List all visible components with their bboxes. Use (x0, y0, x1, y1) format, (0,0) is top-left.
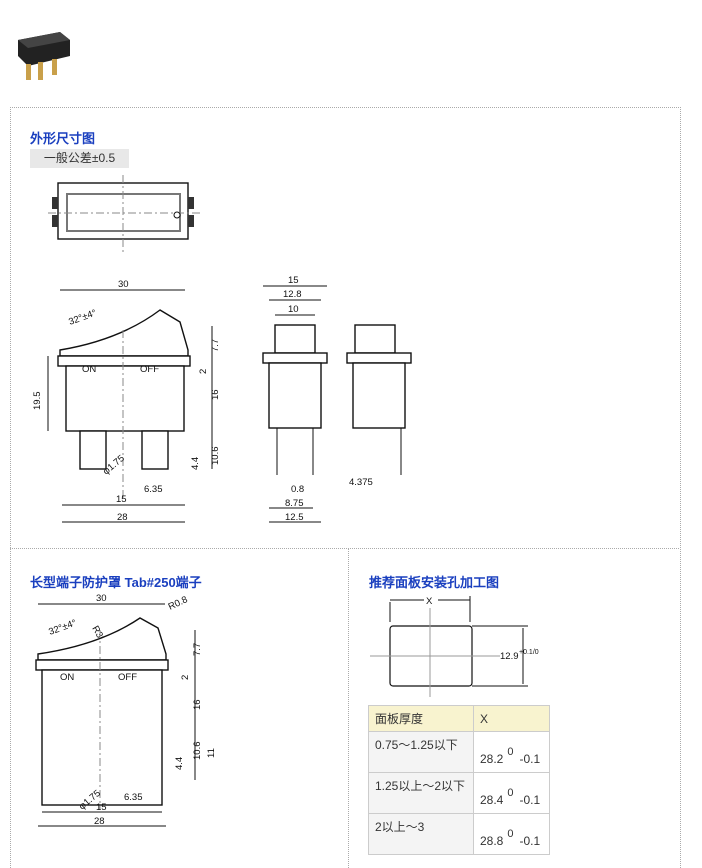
spec-panel (10, 107, 681, 868)
svg-text:2: 2 (198, 369, 209, 374)
svg-text:ON: ON (60, 672, 74, 683)
svg-text:19.5: 19.5 (32, 392, 43, 411)
svg-text:4.375: 4.375 (349, 477, 373, 488)
svg-text:R0.8: R0.8 (167, 594, 190, 612)
svg-text:6.35: 6.35 (144, 484, 163, 495)
svg-text:OFF: OFF (140, 364, 159, 375)
svg-text:6.35: 6.35 (124, 792, 143, 803)
header-x: X (473, 705, 550, 732)
svg-text:32°±4°: 32°±4° (47, 618, 78, 638)
svg-text:ON: ON (82, 364, 96, 375)
svg-text:7.7: 7.7 (192, 643, 203, 656)
top-view-drawing (48, 175, 200, 253)
svg-text:28: 28 (117, 512, 128, 523)
panel-cutout-drawing: X 12.9+0.1/0 (370, 596, 539, 697)
svg-text:16: 16 (192, 699, 203, 710)
svg-text:10.6: 10.6 (210, 447, 221, 466)
svg-text:16: 16 (210, 389, 221, 400)
svg-text:4.4: 4.4 (174, 757, 185, 770)
svg-text:4.4: 4.4 (190, 457, 201, 470)
svg-text:2: 2 (180, 675, 191, 680)
panel-heading: 推荐面板安装孔加工图 (369, 575, 500, 590)
svg-text:7.7: 7.7 (210, 339, 221, 352)
svg-text:32°±4°: 32°±4° (67, 308, 98, 328)
svg-text:X: X (426, 596, 433, 607)
svg-text:OFF: OFF (118, 672, 137, 683)
svg-text:8.75: 8.75 (285, 498, 304, 509)
outline-heading: 外形尺寸图 (30, 131, 96, 146)
tolerance-note: 一般公差±0.5 (30, 149, 129, 168)
svg-text:15: 15 (116, 494, 127, 505)
svg-text:10: 10 (288, 304, 299, 315)
svg-text:+0.1/0: +0.1/0 (519, 649, 539, 656)
side-view-drawing: 15 12.8 10 4.375 0.8 8.75 12.5 (262, 275, 412, 523)
product-photo (14, 26, 74, 86)
svg-text:15: 15 (96, 802, 107, 813)
header-thickness: 面板厚度 (368, 705, 474, 732)
svg-text:12.9: 12.9 (500, 651, 519, 662)
divider (10, 548, 679, 549)
svg-text:28: 28 (94, 816, 105, 827)
divider (348, 548, 349, 868)
svg-text:30: 30 (118, 279, 129, 290)
svg-text:15: 15 (288, 275, 299, 286)
svg-text:30: 30 (96, 593, 107, 604)
svg-text:10.6: 10.6 (192, 742, 203, 761)
svg-text:12.8: 12.8 (283, 289, 302, 300)
svg-text:0.8: 0.8 (291, 484, 304, 495)
svg-text:12.5: 12.5 (285, 512, 304, 523)
svg-text:11: 11 (206, 748, 217, 758)
cover-heading: 长型端子防护罩 Tab#250端子 (30, 575, 202, 590)
